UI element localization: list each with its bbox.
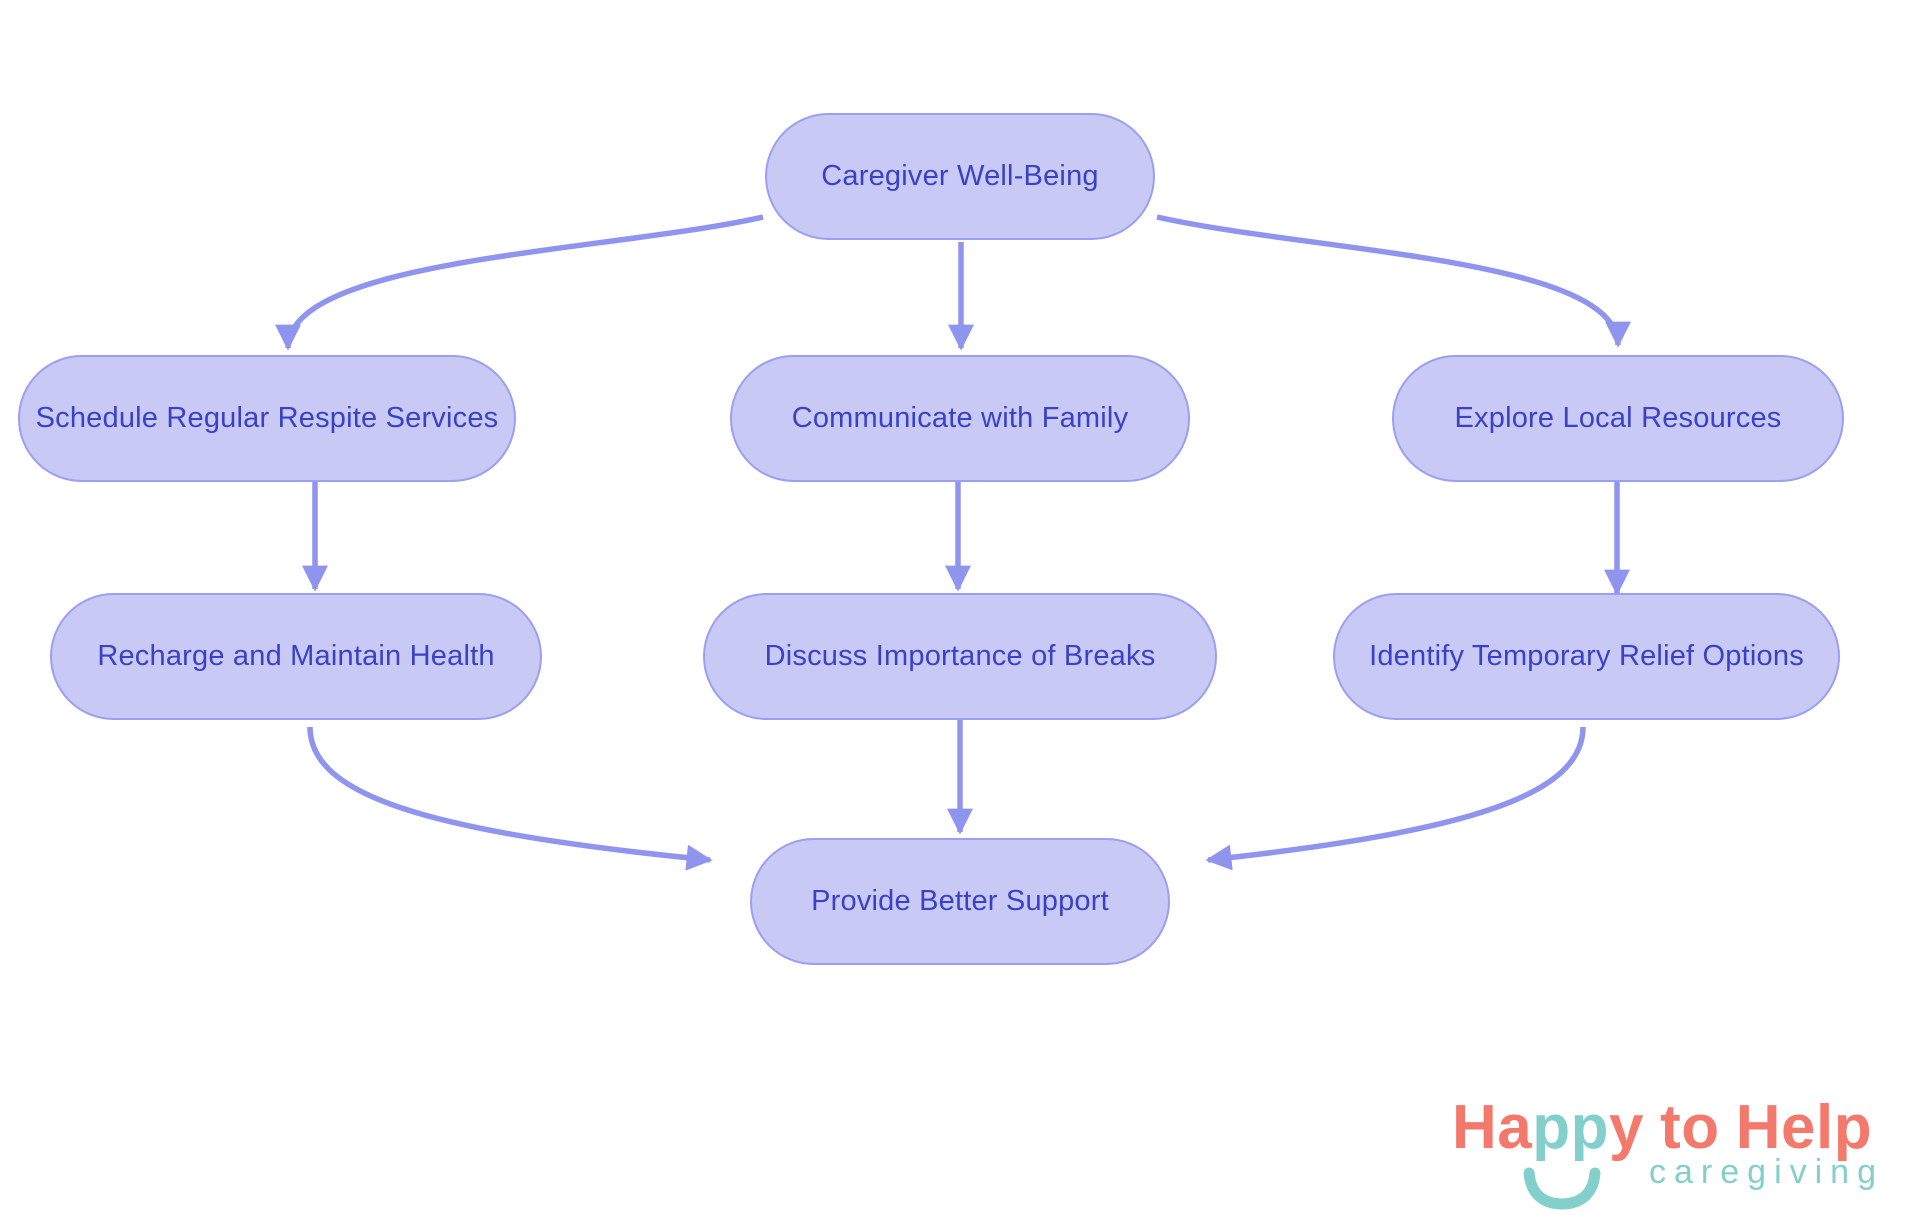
- node-identify-temporary-relief: Identify Temporary Relief Options: [1333, 593, 1840, 720]
- smile-icon: [1523, 1167, 1601, 1210]
- logo-text-to: to: [1660, 1093, 1720, 1162]
- logo-text-y: y: [1609, 1093, 1644, 1162]
- node-schedule-respite-services: Schedule Regular Respite Services: [18, 355, 516, 482]
- edge-root-respite: [275, 214, 764, 351]
- node-explore-local-resources: Explore Local Resources: [1392, 355, 1844, 482]
- node-recharge-maintain-health: Recharge and Maintain Health: [50, 593, 542, 720]
- logo-tagline: caregiving: [1649, 1153, 1884, 1192]
- node-discuss-importance-breaks: Discuss Importance of Breaks: [703, 593, 1217, 720]
- logo-text-pp: pp: [1532, 1093, 1610, 1162]
- logo-text-help: Help: [1735, 1093, 1873, 1162]
- edge-root-resources: [1156, 214, 1631, 348]
- node-communicate-with-family: Communicate with Family: [730, 355, 1190, 482]
- node-provide-better-support: Provide Better Support: [750, 838, 1170, 965]
- edge-recharge-support: [307, 726, 713, 871]
- node-caregiver-well-being: Caregiver Well-Being: [765, 113, 1155, 240]
- logo-text-ha: Ha: [1452, 1093, 1533, 1162]
- edge-relief-support: [1205, 726, 1586, 871]
